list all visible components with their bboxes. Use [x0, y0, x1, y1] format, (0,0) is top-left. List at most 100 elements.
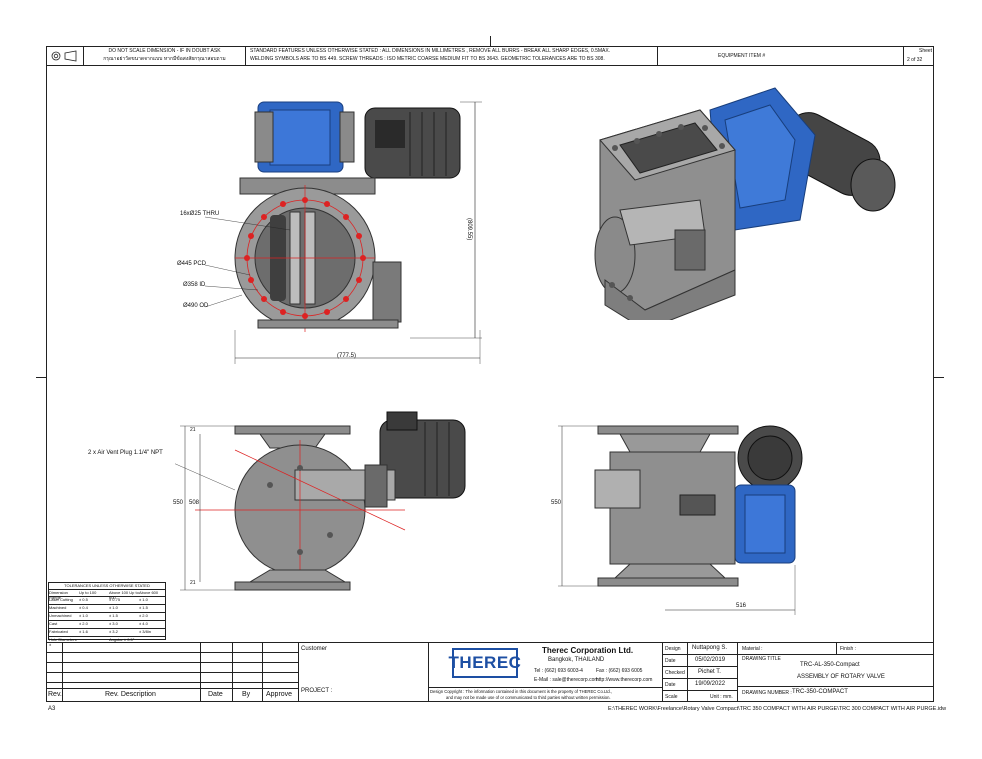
tol-cell: ± 3.2 [109, 629, 118, 634]
tolerance-header-row: Dimension Range Up to 100 Above 100 Up t… [49, 590, 165, 600]
table-row: Cast ± 2.0 ± 3.0 ± 4.0 [49, 621, 165, 629]
tol-cell: ± 1.6 [79, 629, 88, 634]
tol-cell: ± 3/8in [139, 629, 151, 634]
dim-rear-550: 550 [551, 500, 562, 506]
tol-cell: ± 0.75 [109, 597, 121, 602]
tol-h2: Above 100 Up to 600 [109, 590, 139, 600]
tol-cell: ± 1.5 [139, 605, 148, 610]
rev-approve-header: Approve [266, 691, 293, 698]
rev-header: Rev. [48, 691, 62, 698]
drawing-frame [46, 46, 934, 702]
scale-label: Scale [665, 694, 678, 700]
dim-side-550: 550 [173, 500, 184, 506]
copyright-2: and may not be made use of or communicat… [446, 695, 611, 700]
unit-label: Unit : mm. [710, 694, 733, 700]
project-label: PROJECT : [301, 688, 333, 694]
label-air-vent: 2 x Air Vent Plug 1.1/4" NPT [88, 450, 163, 456]
standards-line-2: WELDING SYMBOLS ARE TO BS 449. SCREW THR… [250, 56, 605, 62]
tol-cell: ± 1.0 [139, 597, 148, 602]
dim-side-508: 508 [189, 500, 200, 506]
rev-by-header: By [242, 691, 251, 698]
table-row: Hole Diameters ± Angular ± 0.5° [49, 637, 165, 647]
tol-cell: ± 0.4 [79, 605, 88, 610]
crop-mark-top [490, 36, 491, 46]
tol-h3: Above 600 [139, 590, 159, 595]
tol-cell: Laser Cutting [49, 597, 73, 602]
company-logo: THEREC [449, 648, 521, 678]
sheet-size: A3 [48, 706, 56, 712]
drawing-title-label: DRAWING TITLE [742, 656, 781, 662]
header-strip: DO NOT SCALE DIMENSION - IF IN DOUBT ASK… [46, 46, 934, 66]
company-city: Bangkok, THAILAND [548, 657, 605, 663]
design-value: Nuttapong S. [692, 645, 728, 651]
note-do-not-scale: DO NOT SCALE DIMENSION - IF IN DOUBT ASK [108, 48, 221, 54]
company-tel: Tel : (662) 693 6003-4 [534, 668, 583, 674]
tol-cell: ± 2.0 [139, 613, 148, 618]
dim-side-21-top: 21 [190, 427, 196, 433]
customer-label: Customer [301, 646, 328, 652]
company-web: http://www.therecorp.com [596, 677, 653, 683]
checked-label: Checked [665, 670, 685, 676]
tol-cell: ± 0.5 [79, 597, 88, 602]
tol-cell: ± 3.0 [109, 621, 118, 626]
equipment-cell: EQUIPMENT ITEM # [658, 46, 904, 66]
projection-symbol-icon [51, 50, 77, 62]
standards-line-1: STANDARD FEATURES UNLESS OTHERWISE STATE… [250, 48, 611, 54]
rev-desc-header: Rev. Description [105, 691, 156, 698]
crop-mark-right [934, 377, 944, 378]
label-bolt-holes: 16xØ25 THRU [180, 211, 220, 217]
rear-view [558, 425, 803, 615]
finish-label: Finish : [840, 646, 857, 652]
company-fax: Fax : (662) 693 6005 [596, 668, 643, 674]
sheet-label: Sheet [919, 48, 933, 54]
tol-cell: ± 1.0 [109, 605, 118, 610]
rev-date-header: Date [208, 691, 223, 698]
tolerance-table: TOLERANCES UNLESS OTHERWISE STATED Dimen… [48, 582, 166, 647]
tolerance-title: TOLERANCES UNLESS OTHERWISE STATED [49, 583, 165, 590]
date1-label: Date [665, 658, 676, 664]
tol-cell: Hole Diameters ± [49, 637, 77, 647]
drawing-title-2: ASSEMBLY OF ROTARY VALVE [797, 674, 885, 680]
table-row: Fabricated ± 1.6 ± 3.2 ± 3/8in [49, 629, 165, 637]
sheet-cell: Sheet 2 of 32 [904, 46, 934, 66]
crop-mark-left [36, 377, 46, 378]
company-name: Therec Corporation Ltd. [542, 646, 634, 655]
label-od: Ø490 OD [183, 303, 209, 309]
table-row: Unmachined ± 1.0 ± 1.5 ± 2.0 [49, 613, 165, 621]
material-label: Material : [742, 646, 763, 652]
equipment-label: EQUIPMENT ITEM # [718, 53, 766, 59]
drawing-title-1: TRC-AL-350-Compact [800, 662, 860, 668]
tol-cell: ± 1.5 [109, 613, 118, 618]
sheet-value: 2 of 32 [907, 57, 923, 63]
dim-side-21-bottom: 21 [190, 580, 196, 586]
date1-value: 05/02/2019 [695, 657, 726, 663]
standards-cell: STANDARD FEATURES UNLESS OTHERWISE STATE… [246, 46, 658, 66]
tol-cell: Cast [49, 621, 58, 626]
projection-symbol-cell [46, 46, 84, 66]
tol-cell: ± 1.0 [79, 613, 88, 618]
tol-cell: Machined [49, 605, 67, 610]
design-label: Design [665, 646, 681, 652]
label-pcd: Ø445 PCD [177, 261, 207, 267]
tol-cell: ± 4.0 [139, 621, 148, 626]
side-view [175, 411, 466, 591]
front-view [204, 101, 482, 364]
file-path: E:\THEREC WORK\Freelance\Rotary Valve Co… [608, 706, 947, 712]
table-row: Laser Cutting ± 0.5 ± 0.75 ± 1.0 [49, 597, 165, 605]
table-row: Machined ± 0.4 ± 1.0 ± 1.5 [49, 605, 165, 613]
tol-cell: ± 2.0 [79, 621, 88, 626]
tol-cell: Unmachined [49, 613, 72, 618]
tol-cell: Angular ± 0.5° [109, 637, 135, 642]
copyright-1: Design Copyright : The information conta… [430, 689, 613, 694]
logo-text: THEREC [448, 653, 522, 672]
note-thai: กรุณาอย่าวัดขนาดจากแบบ หากมีข้อสงสัยกรุณ… [103, 56, 226, 62]
dim-front-width: (777.5) [337, 353, 357, 359]
dim-rear-516: 516 [736, 603, 747, 609]
checked-value: Pichet T. [698, 669, 721, 675]
drawing-number-value: TRC-350-COMPACT [792, 689, 848, 695]
isometric-view [594, 87, 896, 320]
date2-value: 19/09/2022 [695, 681, 726, 687]
title-block [46, 642, 934, 702]
label-id: Ø358 ID [183, 282, 206, 288]
tol-cell: Fabricated [49, 629, 68, 634]
